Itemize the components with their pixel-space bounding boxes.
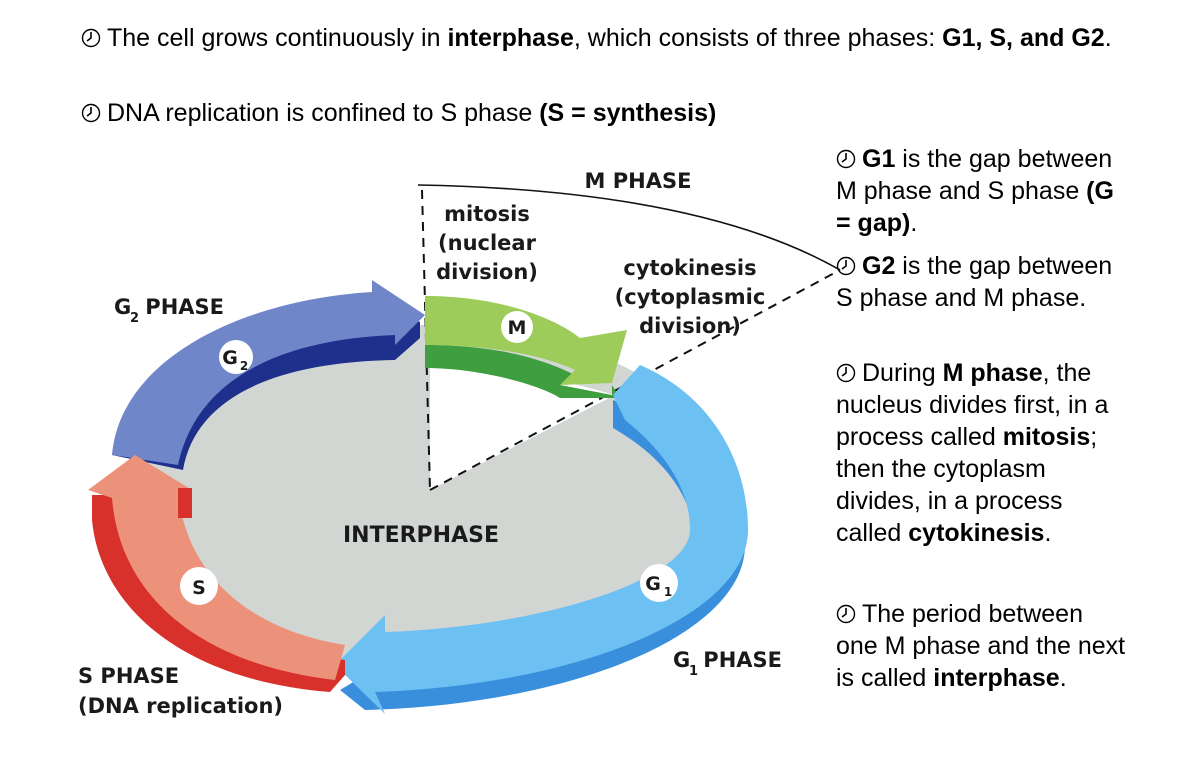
g2-phase-label-sub: 2 [130,311,139,326]
badge-g2-sub: 2 [240,359,248,373]
intro-bold-interphase: interphase [447,24,574,52]
note-g2: G2 is the gap between S phase and M phas… [836,250,1126,314]
note-bold: cytokinesis [908,519,1045,547]
note-text: The period between one M phase and the n… [836,600,1126,692]
g1-phase-label: G 1 PHASE [673,648,782,679]
note-bold: mitosis [1002,423,1091,451]
intro-line-1: The cell grows continuously in interphas… [81,22,1121,54]
clock-icon [836,604,856,624]
m-phase-wedge [430,345,615,490]
note-text: is the gap between S phase and M phase. [836,252,1113,312]
badge-g1-text: G [645,573,661,595]
mitosis-label: division) [436,260,538,284]
badge-g1-sub: 1 [664,585,672,599]
clock-icon [836,363,856,383]
m-phase-title: M PHASE [585,169,692,193]
intro-text: . [1104,24,1112,52]
intro-text: , which consists of three phases: [573,24,943,52]
note-text: . [1059,664,1067,692]
intro-text: DNA replication is confined to S phase [107,99,540,127]
clock-icon [81,103,101,123]
badge-m: M [501,311,533,343]
note-interphase: The period between one M phase and the n… [836,598,1126,694]
badge-s: S [180,567,218,605]
badge-g2-text: G [222,347,238,369]
note-m-phase: During M phase, the nucleus divides firs… [836,357,1126,549]
intro-line-2: DNA replication is confined to S phase (… [81,97,881,129]
g1-phase-label-sub: 1 [689,664,698,679]
note-bold: G1 [862,145,896,173]
cytokinesis-label: division) [639,314,741,338]
clock-icon [836,256,856,276]
clock-icon [81,28,101,48]
m-arrow [425,296,627,398]
cytokinesis-label: cytokinesis [623,256,756,280]
interphase-label: INTERPHASE [343,523,499,548]
mitosis-label: mitosis [444,202,530,226]
intro-bold-phases: G1, S, and G2 [942,24,1105,52]
note-g1: G1 is the gap between M phase and S phas… [836,143,1126,239]
note-bold: M phase [942,359,1043,387]
note-text: ; then the cytoplasm divides, in a proce… [836,423,1098,547]
g2-phase-label: G 2 PHASE [114,295,224,326]
note-bold: G2 [862,252,896,280]
intro-bold-synthesis: (S = synthesis) [539,99,717,127]
badge-s-text: S [192,577,206,599]
note-text: , the nucleus divides first, in a proces… [836,359,1109,451]
note-text: During [862,359,943,387]
clock-icon [836,149,856,169]
g2-arrow [112,280,425,470]
note-bold: interphase [933,664,1060,692]
s-arrow [88,455,345,692]
m-phase-arc [417,184,841,271]
note-bold: (G = gap) [836,177,1114,237]
s-phase-label: (DNA replication) [78,694,283,718]
note-text: . [1044,519,1052,547]
badge-g2: G 2 [219,340,253,374]
s-arrow-notch [178,488,192,518]
badge-m-text: M [508,317,527,339]
g1-phase-label-rest: PHASE [696,648,782,672]
cytokinesis-label: (cytoplasmic [615,285,766,309]
note-text: is the gap between M phase and S phase [836,145,1113,205]
g1-phase-label-main: G [673,648,690,672]
note-text: . [910,209,918,237]
g2-phase-label-rest: PHASE [138,295,224,319]
g2-phase-label-main: G [114,295,131,319]
s-phase-label: S PHASE [78,664,179,688]
badge-g1: G 1 [640,564,678,602]
mitosis-label: (nuclear [438,231,537,255]
g1-arrow [335,365,748,714]
intro-text: The cell grows continuously in [107,24,448,52]
